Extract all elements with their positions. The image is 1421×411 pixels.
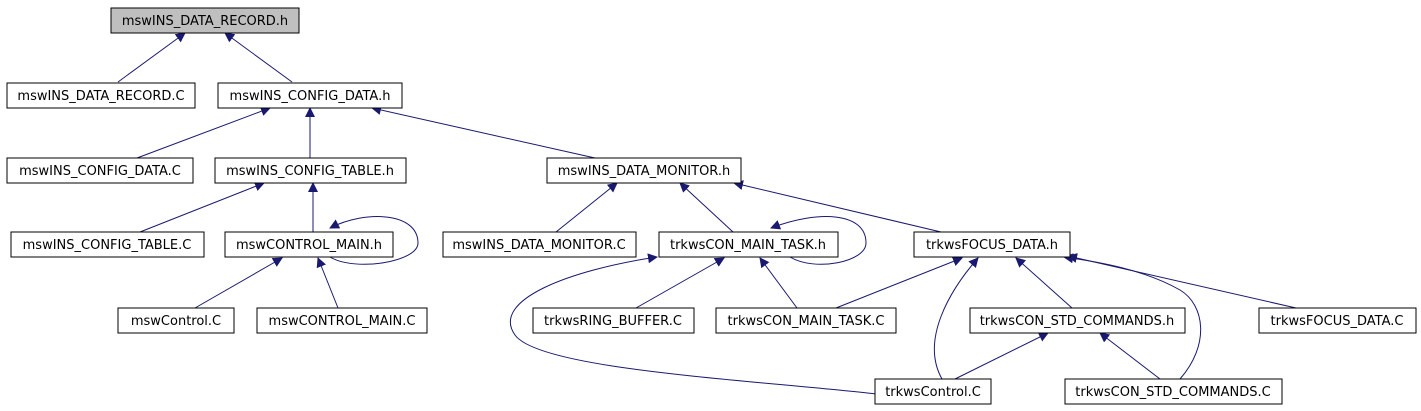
node-label: mswCONTROL_MAIN.C: [269, 314, 416, 329]
edge-tbl-c-to-tbl-h: [139, 181, 265, 233]
edge-trkctl-c-to-focus-h: [933, 257, 979, 380]
edge-task-c-to-task-h: [759, 257, 798, 309]
node-cfg-c[interactable]: mswINS_CONFIG_DATA.C: [6, 157, 194, 184]
node-label: trkwsCON_MAIN_TASK.h: [670, 238, 826, 253]
edge-cfg-c-to-cfg-h: [136, 106, 271, 159]
node-tbl-c[interactable]: mswINS_CONFIG_TABLE.C: [10, 231, 205, 258]
node-ctl-h[interactable]: mswCONTROL_MAIN.h: [224, 231, 394, 258]
node-mon-c[interactable]: mswINS_DATA_MONITOR.C: [442, 231, 637, 258]
node-cfg-h[interactable]: mswINS_CONFIG_DATA.h: [217, 82, 403, 109]
edges: [117, 32, 1297, 395]
node-std-h[interactable]: trkwsCON_STD_COMMANDS.h: [969, 307, 1186, 334]
edge-task-h-to-mon-h: [679, 182, 734, 233]
node-ring-c[interactable]: trkwsRING_BUFFER.C: [532, 307, 695, 334]
node-label: trkwsCON_STD_COMMANDS.h: [980, 314, 1175, 329]
node-label: mswINS_DATA_RECORD.C: [17, 89, 184, 104]
edge-mon-h-to-cfg-h: [371, 105, 596, 159]
node-label: trkwsCON_STD_COMMANDS.C: [1075, 385, 1270, 400]
node-focus-c[interactable]: trkwsFOCUS_DATA.C: [1258, 307, 1417, 334]
edge-rec-c-to-root: [117, 32, 186, 83]
edge-cfg-h-to-root: [224, 32, 293, 83]
node-label: trkwsCON_MAIN_TASK.C: [728, 314, 885, 329]
edge-mon-c-to-mon-h: [555, 182, 618, 233]
node-label: mswINS_CONFIG_DATA.h: [230, 89, 391, 104]
nodes: mswINS_DATA_RECORD.h mswINS_DATA_RECORD.…: [6, 7, 1417, 405]
node-label: trkwsRING_BUFFER.C: [544, 314, 682, 329]
node-label: trkwsFOCUS_DATA.C: [1271, 314, 1404, 329]
node-label: mswControl.C: [131, 314, 221, 329]
edge-task-c-to-focus-h: [835, 256, 963, 309]
edge-mswctl-c-to-ctl-h: [194, 257, 283, 309]
node-label: mswINS_CONFIG_DATA.C: [19, 164, 181, 179]
edge-ctl-h-self: [329, 216, 419, 265]
edge-focus-c-to-focus-h: [1067, 253, 1297, 309]
node-label: mswINS_CONFIG_TABLE.C: [23, 238, 192, 253]
node-trkctl-c[interactable]: trkwsControl.C: [874, 378, 992, 405]
node-focus-h[interactable]: trkwsFOCUS_DATA.h: [913, 231, 1071, 258]
node-task-h[interactable]: trkwsCON_MAIN_TASK.h: [658, 231, 839, 258]
node-tbl-h[interactable]: mswINS_CONFIG_TABLE.h: [214, 157, 407, 184]
edge-std-c-to-std-h: [1099, 332, 1161, 380]
edge-ctl-c-to-ctl-h: [316, 257, 339, 309]
node-task-c[interactable]: trkwsCON_MAIN_TASK.C: [715, 307, 897, 334]
node-label: mswINS_CONFIG_TABLE.h: [226, 164, 394, 179]
node-root[interactable]: mswINS_DATA_RECORD.h: [110, 7, 300, 34]
node-mon-h[interactable]: mswINS_DATA_MONITOR.h: [546, 157, 742, 184]
node-label: trkwsFOCUS_DATA.h: [926, 238, 1058, 253]
node-std-c[interactable]: trkwsCON_STD_COMMANDS.C: [1064, 378, 1283, 405]
node-label: mswINS_DATA_MONITOR.h: [558, 164, 731, 179]
edge-ring-c-to-task-h: [635, 257, 725, 309]
edge-focus-h-to-mon-h: [733, 180, 942, 233]
node-label: trkwsControl.C: [885, 385, 981, 400]
edge-trkctl-c-to-task-h: [509, 253, 877, 395]
edge-trkctl-c-to-std-h: [954, 332, 1049, 380]
edge-task-h-self: [770, 216, 867, 265]
edge-std-h-to-focus-h: [1015, 257, 1073, 309]
node-rec-c[interactable]: mswINS_DATA_RECORD.C: [6, 82, 196, 109]
node-label: mswCONTROL_MAIN.h: [236, 238, 382, 253]
node-label: mswINS_DATA_RECORD.h: [122, 14, 288, 29]
node-ctl-c[interactable]: mswCONTROL_MAIN.C: [256, 307, 428, 334]
node-mswctl-c[interactable]: mswControl.C: [117, 307, 235, 334]
node-label: mswINS_DATA_MONITOR.C: [452, 238, 625, 253]
